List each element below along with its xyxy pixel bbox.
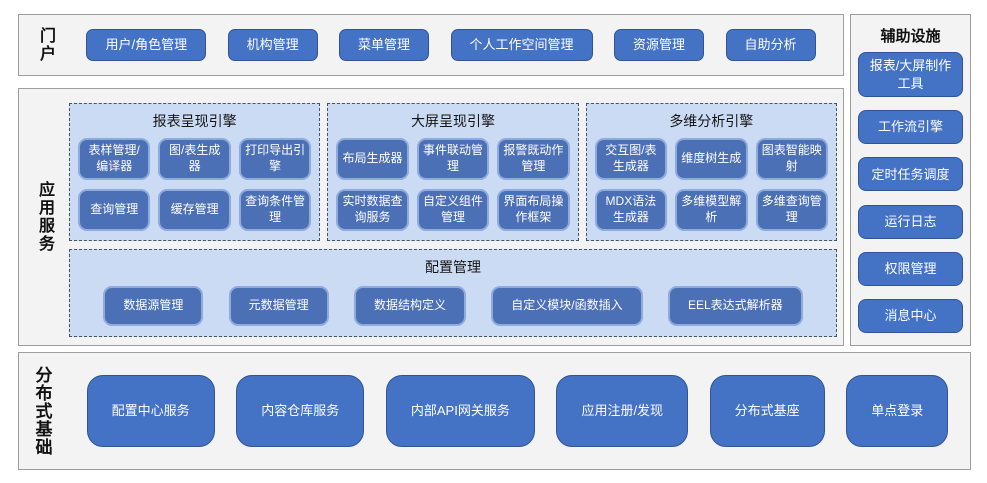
- engine-row: 报表呈现引擎 表样管理/编译器 图/表生成器 打印导出引擎 查询管理 缓存管理 …: [69, 103, 837, 241]
- portal-section-label: 门户: [37, 27, 54, 63]
- app-services-section: 应用服务 报表呈现引擎 表样管理/编译器 图/表生成器 打印导出引擎 查询管理 …: [18, 88, 844, 346]
- node-internal-api-gateway-service: 内部API网关服务: [385, 375, 535, 447]
- node-datasource-management: 数据源管理: [103, 286, 204, 326]
- node-realtime-data-query-service: 实时数据查询服务: [336, 189, 409, 231]
- config-management-panel: 配置管理 数据源管理 元数据管理 数据结构定义 自定义模块/函数插入 EEL表达…: [69, 249, 837, 337]
- node-query-management: 查询管理: [78, 189, 151, 231]
- node-multidim-query-management: 多维查询管理: [755, 189, 828, 231]
- node-user-role-management: 用户/角色管理: [86, 29, 207, 61]
- distributed-node-row: 配置中心服务 内容仓库服务 内部API网关服务 应用注册/发现 分布式基座 单点…: [65, 353, 970, 469]
- node-config-center-service: 配置中心服务: [86, 375, 215, 447]
- config-management-title: 配置管理: [425, 259, 481, 275]
- multidim-analysis-engine-grid: 交互图/表生成器 维度树生成 图表智能映射 MDX语法生成器 多维模型解析 多维…: [594, 138, 828, 231]
- auxiliary-node-list: 报表/大屏制作工具 工作流引擎 定时任务调度 运行日志 权限管理 消息中心: [858, 52, 963, 333]
- node-content-repository-service: 内容仓库服务: [236, 375, 365, 447]
- node-template-management-compiler: 表样管理/编译器: [78, 138, 151, 180]
- node-ui-layout-operation-framework: 界面布局操作框架: [497, 189, 570, 231]
- distributed-foundation-label: 分布式基础: [32, 366, 52, 456]
- node-chart-table-generator: 图/表生成器: [158, 138, 231, 180]
- node-message-center: 消息中心: [858, 298, 963, 333]
- node-eel-expression-parser: EEL表达式解析器: [667, 286, 803, 326]
- node-alarm-action-management: 报警既动作管理: [497, 138, 570, 180]
- node-cache-management: 缓存管理: [158, 189, 231, 231]
- distributed-foundation-label-zone: 分布式基础: [19, 353, 65, 469]
- auxiliary-facilities-section: 辅助设施 报表/大屏制作工具 工作流引擎 定时任务调度 运行日志 权限管理 消息…: [850, 14, 971, 346]
- node-chart-smart-mapping: 图表智能映射: [755, 138, 828, 180]
- node-personal-workspace-management: 个人工作空间管理: [450, 29, 593, 61]
- node-resource-management: 资源管理: [614, 29, 705, 61]
- config-node-row: 数据源管理 元数据管理 数据结构定义 自定义模块/函数插入 EEL表达式解析器: [78, 284, 828, 328]
- bigscreen-rendering-engine-title: 大屏呈现引擎: [410, 113, 495, 129]
- node-dimension-tree-generation: 维度树生成: [675, 138, 748, 180]
- report-rendering-engine-title: 报表呈现引擎: [152, 113, 237, 129]
- node-custom-component-management: 自定义组件管理: [416, 189, 490, 231]
- portal-section: 门户 用户/角色管理 机构管理 菜单管理 个人工作空间管理 资源管理 自助分析: [18, 14, 844, 76]
- bigscreen-rendering-engine-grid: 布局生成器 事件联动管理 报警既动作管理 实时数据查询服务 自定义组件管理 界面…: [336, 138, 570, 231]
- node-run-log: 运行日志: [858, 204, 963, 239]
- node-app-registration-discovery: 应用注册/发现: [556, 375, 689, 447]
- node-metadata-management: 元数据管理: [228, 286, 329, 326]
- node-report-bigscreen-authoring-tool: 报表/大屏制作工具: [858, 52, 963, 98]
- node-event-linkage-management: 事件联动管理: [416, 138, 490, 180]
- node-menu-management: 菜单管理: [339, 29, 430, 61]
- bigscreen-rendering-engine-panel: 大屏呈现引擎 布局生成器 事件联动管理 报警既动作管理 实时数据查询服务 自定义…: [327, 103, 579, 241]
- node-self-service-analysis: 自助分析: [725, 29, 816, 61]
- report-rendering-engine-grid: 表样管理/编译器 图/表生成器 打印导出引擎 查询管理 缓存管理 查询条件管理: [78, 138, 312, 231]
- app-services-content: 报表呈现引擎 表样管理/编译器 图/表生成器 打印导出引擎 查询管理 缓存管理 …: [69, 89, 843, 345]
- node-scheduled-task-scheduling: 定时任务调度: [858, 157, 963, 192]
- report-rendering-engine-panel: 报表呈现引擎 表样管理/编译器 图/表生成器 打印导出引擎 查询管理 缓存管理 …: [69, 103, 321, 241]
- node-custom-module-function-insert: 自定义模块/函数插入: [491, 286, 643, 326]
- node-workflow-engine: 工作流引擎: [858, 110, 963, 145]
- node-multidim-model-parsing: 多维模型解析: [675, 189, 748, 231]
- distributed-foundation-section: 分布式基础 配置中心服务 内容仓库服务 内部API网关服务 应用注册/发现 分布…: [18, 352, 971, 470]
- node-permission-management: 权限管理: [858, 251, 963, 286]
- node-interactive-chart-generator: 交互图/表生成器: [594, 138, 668, 180]
- multidim-analysis-engine-title: 多维分析引擎: [669, 113, 754, 129]
- node-distributed-base: 分布式基座: [709, 375, 825, 447]
- node-mdx-syntax-generator: MDX语法生成器: [594, 189, 668, 231]
- node-layout-generator: 布局生成器: [336, 138, 409, 180]
- portal-node-row: 用户/角色管理 机构管理 菜单管理 个人工作空间管理 资源管理 自助分析: [65, 29, 843, 61]
- app-services-section-label: 应用服务: [36, 181, 53, 253]
- app-services-label-zone: 应用服务: [19, 89, 69, 345]
- node-single-sign-on: 单点登录: [846, 375, 949, 447]
- node-org-management: 机构管理: [227, 29, 318, 61]
- node-query-condition-management: 查询条件管理: [238, 189, 312, 231]
- multidim-analysis-engine-panel: 多维分析引擎 交互图/表生成器 维度树生成 图表智能映射 MDX语法生成器 多维…: [585, 103, 837, 241]
- auxiliary-facilities-title: 辅助设施: [880, 28, 941, 45]
- node-print-export-engine: 打印导出引擎: [238, 138, 312, 180]
- node-data-structure-definition: 数据结构定义: [353, 286, 466, 326]
